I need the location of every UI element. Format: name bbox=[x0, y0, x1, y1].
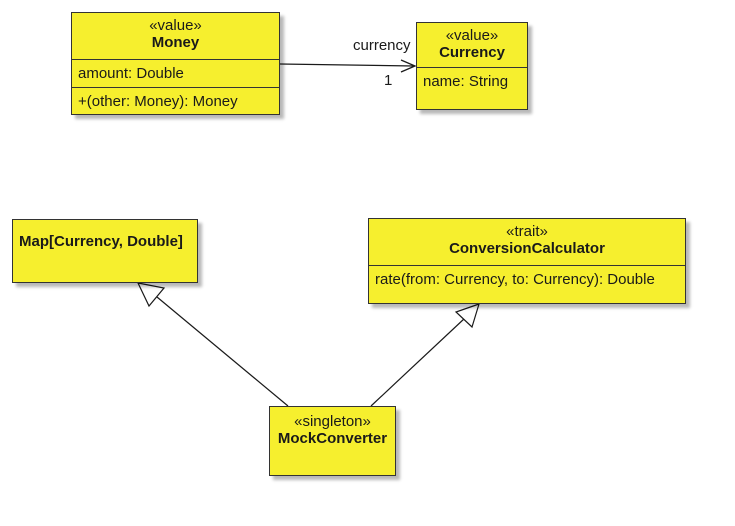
attribute-amount: amount: Double bbox=[72, 59, 279, 87]
hollow-triangle-icon bbox=[454, 303, 480, 329]
association-multiplicity-label: 1 bbox=[384, 72, 393, 89]
class-money[interactable]: «value» Money amount: Double +(other: Mo… bbox=[71, 12, 280, 115]
class-name: ConversionCalculator bbox=[449, 240, 605, 257]
stereotype-label: «singleton» bbox=[294, 413, 371, 430]
generalization-mockconverter-map[interactable] bbox=[156, 296, 289, 407]
class-name: Money bbox=[151, 34, 200, 51]
operation-rate: rate(from: Currency, to: Currency): Doub… bbox=[369, 265, 685, 293]
association-money-currency[interactable] bbox=[279, 63, 415, 67]
class-map[interactable]: Map[Currency, Double] bbox=[12, 219, 198, 283]
attribute-name: name: String bbox=[417, 67, 527, 95]
stereotype-label: «value» bbox=[149, 17, 202, 34]
class-currency[interactable]: «value» Currency name: String bbox=[416, 22, 528, 110]
class-conversion-calculator-header: «trait» ConversionCalculator bbox=[369, 219, 685, 265]
class-currency-header: «value» Currency bbox=[417, 23, 527, 67]
association-role-label: currency bbox=[353, 37, 411, 54]
class-name: Currency bbox=[439, 44, 505, 61]
operation-plus: +(other: Money): Money bbox=[72, 87, 279, 115]
class-mock-converter[interactable]: «singleton» MockConverter bbox=[269, 406, 396, 476]
generalization-mockconverter-conversioncalculator[interactable] bbox=[370, 317, 466, 407]
class-name: MockConverter bbox=[277, 430, 388, 447]
open-arrowhead-icon bbox=[400, 59, 417, 73]
stereotype-label: «trait» bbox=[506, 223, 548, 240]
class-money-header: «value» Money bbox=[72, 13, 279, 59]
class-conversion-calculator[interactable]: «trait» ConversionCalculator rate(from: … bbox=[368, 218, 686, 304]
hollow-triangle-icon bbox=[136, 282, 166, 308]
class-name: Map[Currency, Double] bbox=[19, 233, 183, 250]
stereotype-label: «value» bbox=[445, 27, 499, 44]
class-mock-converter-header: «singleton» MockConverter bbox=[270, 407, 395, 448]
